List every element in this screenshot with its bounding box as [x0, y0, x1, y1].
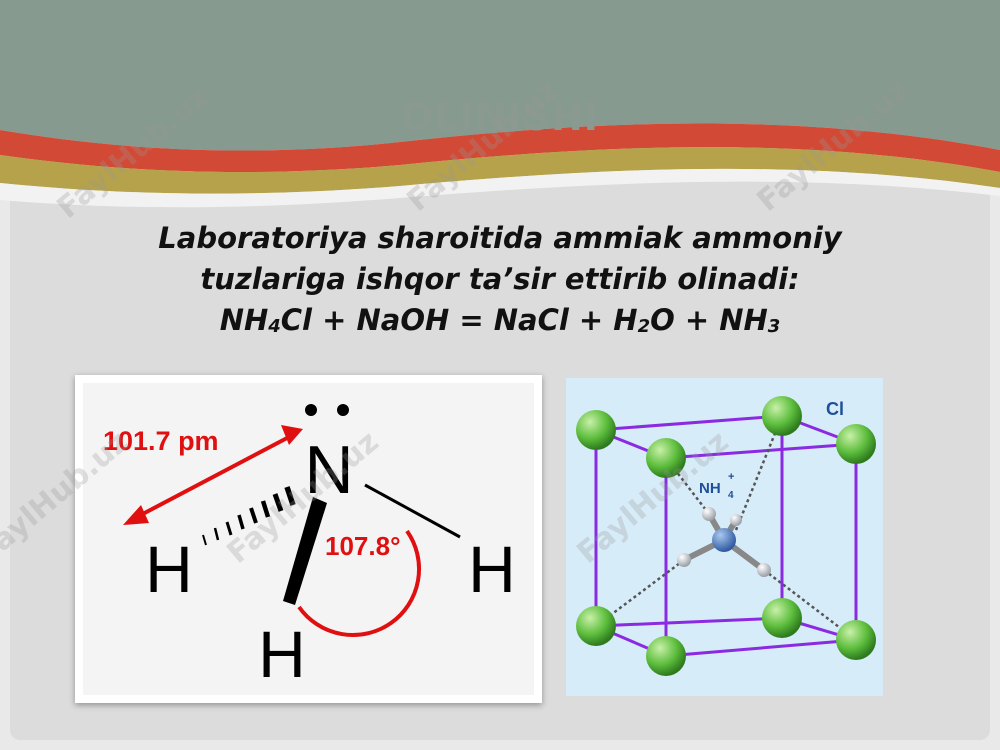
eq-sub-2: 2: [637, 316, 651, 337]
body-line-1: Laboratoriya sharoitida ammiak ammoniy: [158, 221, 842, 255]
eq-sub-3: 3: [767, 316, 781, 337]
lattice-diagram: Cl NH 4 +: [576, 396, 876, 676]
angle-arc: [297, 529, 422, 637]
angle-label: 107.8°: [325, 531, 400, 561]
ion-charge: +: [728, 471, 734, 483]
eq-sub-1: 4: [268, 316, 281, 337]
chlorine-atom: [646, 438, 686, 478]
chlorine-atom: [836, 620, 876, 660]
hydrogen-atom-right: H: [468, 532, 516, 606]
ion-label: NH: [699, 480, 721, 497]
eq-part-1: NH: [219, 303, 269, 337]
ion-subscript: 4: [728, 490, 734, 501]
hydrogen-atom: [730, 514, 742, 526]
wedge-bond: [283, 497, 327, 605]
hydrogen-atom: [677, 553, 691, 567]
eq-part-3: O + NH: [650, 303, 768, 337]
bond-length-label: 101.7 pm: [103, 426, 219, 456]
chlorine-atom: [646, 636, 686, 676]
chlorine-atom: [576, 410, 616, 450]
reaction-equation: NH4Cl + NaOH = NaCl + H2O + NH3: [40, 300, 960, 347]
lattice-edges: [594, 414, 858, 658]
hydrogen-atom-left: H: [145, 532, 193, 606]
body-line-2: tuzlariga ishqor ta’sir ettirib olinadi:: [200, 262, 800, 296]
hydrogen-atom: [757, 563, 771, 577]
chlorine-atom: [762, 396, 802, 436]
lone-pair-dot-2: [337, 404, 349, 416]
chlorine-atom: [836, 424, 876, 464]
lone-pair-dot-1: [305, 404, 317, 416]
body-text: Laboratoriya sharoitida ammiak ammoniy t…: [40, 218, 960, 347]
header-banner: [0, 0, 1000, 208]
hydrogen-atom: [702, 507, 716, 521]
nitrogen-atom: [712, 528, 736, 552]
eq-part-2: Cl + NaOH = NaCl + H: [280, 303, 638, 337]
hashed-bond: [202, 486, 296, 546]
hydrogen-bonds: [595, 415, 857, 641]
cl-label: Cl: [826, 399, 844, 419]
hydrogen-atom-bottom: H: [258, 617, 306, 691]
chlorine-atom: [762, 598, 802, 638]
slide-title: OLINISHI: [401, 95, 599, 139]
ammonia-structure-figure: N 107.8° 101.7 pm H H H: [75, 375, 542, 703]
chlorine-atom: [576, 606, 616, 646]
crystal-lattice-figure: Cl NH 4 +: [566, 378, 883, 696]
ammonia-diagram: N 107.8° 101.7 pm H H H: [83, 383, 534, 695]
nitrogen-atom: N: [304, 432, 353, 508]
